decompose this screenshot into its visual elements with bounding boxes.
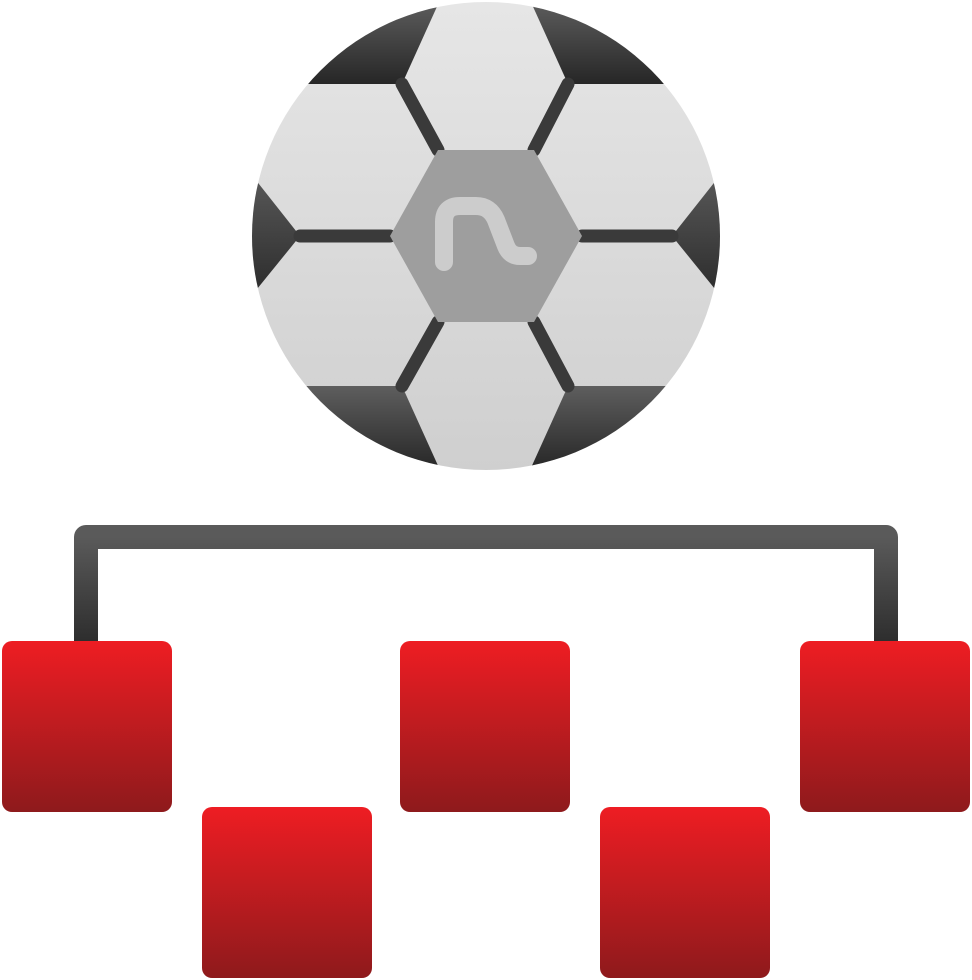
team-node — [400, 641, 570, 812]
team-nodes — [2, 641, 970, 978]
seam-line — [527, 315, 575, 393]
seam-line — [395, 77, 445, 157]
team-node — [202, 807, 372, 978]
team-node — [600, 807, 770, 978]
team-node — [2, 641, 172, 812]
hierarchy-connector — [74, 458, 898, 827]
ball-center-hexagon — [390, 150, 582, 322]
seam-line — [527, 77, 575, 157]
ball-seams — [293, 77, 679, 393]
soccer-ball-icon — [252, 2, 720, 470]
ball-center-mark — [435, 197, 537, 271]
seam-line — [395, 315, 445, 393]
team-node — [800, 641, 970, 812]
